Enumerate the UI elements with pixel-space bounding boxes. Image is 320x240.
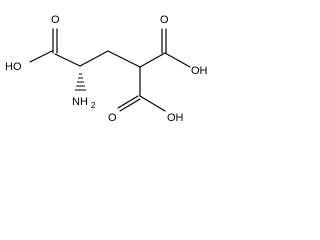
right-hydroxyl-label: OH <box>191 65 208 77</box>
amine-label-main: NH <box>72 96 88 108</box>
bond-ca-ch2 <box>79 50 109 67</box>
left-hydroxyl-label: HO <box>5 61 22 73</box>
bond-left-c-ca <box>54 53 81 67</box>
bond-left-oh-c <box>29 50 53 63</box>
bond-ch2-ch <box>107 50 141 68</box>
bond-bottom-c-double-o-1 <box>117 95 139 109</box>
hashed-wedge-bond <box>75 73 86 91</box>
bond-bottom-c-oh <box>139 95 166 112</box>
molecule-structure: HO O NH 2 O OH O OH <box>5 14 208 124</box>
bottom-hydroxyl-label: OH <box>167 112 184 124</box>
amine-label-subscript: 2 <box>91 101 96 110</box>
bond-ch-right-c <box>139 52 166 68</box>
bond-right-c-oh <box>164 52 191 68</box>
amine-label: NH 2 <box>72 96 96 110</box>
bottom-carbonyl-oxygen-label: O <box>108 112 117 124</box>
right-carbonyl-oxygen-label: O <box>160 14 169 26</box>
left-carbonyl-oxygen-label: O <box>51 14 60 26</box>
molecule-canvas: HO O NH 2 O OH O OH <box>0 0 244 138</box>
bond-bottom-c-double-o-2 <box>119 98 141 112</box>
